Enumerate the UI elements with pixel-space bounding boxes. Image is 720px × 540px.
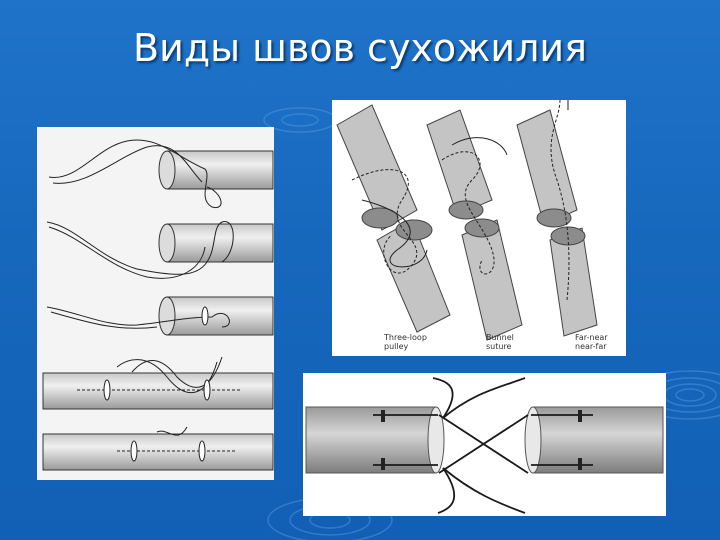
caption-far-near-near-far: Far-near near-far xyxy=(575,333,608,351)
slide-title: Виды швов сухожилия xyxy=(0,26,720,70)
tendon-ends-cross-suture-illustration xyxy=(303,373,666,516)
right-bottom-illustration-panel xyxy=(303,373,666,516)
caption-three-loop-pulley: Three-loop pulley xyxy=(384,333,427,351)
right-top-illustration-panel xyxy=(332,100,626,356)
tendon-suture-steps-illustration xyxy=(37,127,274,480)
caption-bunnel-suture: Bunnel suture xyxy=(486,333,514,351)
left-illustration-panel xyxy=(37,127,274,480)
suture-techniques-illustration xyxy=(332,100,626,356)
